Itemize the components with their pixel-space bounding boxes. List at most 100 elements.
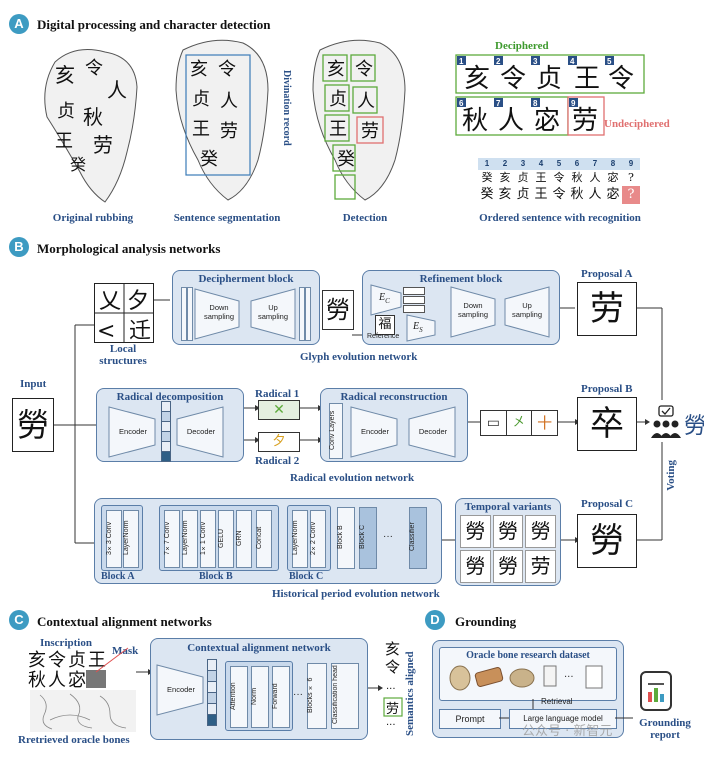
dataset-title: Oracle bone research dataset — [466, 650, 590, 661]
svg-text:3: 3 — [533, 57, 538, 66]
svg-text:人: 人 — [48, 670, 66, 691]
grounding-report-icon — [640, 671, 672, 711]
svg-text:宓: 宓 — [534, 106, 560, 136]
reconstruction-encoder-label: Encoder — [361, 427, 389, 436]
section-a-badge: A — [9, 14, 29, 34]
ordered-number-cell: 4 — [538, 159, 544, 168]
caption-sentence-segmentation: Sentence segmentation — [173, 212, 281, 224]
section-c-title: Contextual alignment networks — [37, 614, 212, 629]
svg-text:贞: 贞 — [68, 650, 86, 671]
inscription-label: Inscription — [40, 637, 92, 649]
refinement-down-label: Down sampling — [457, 301, 488, 319]
svg-text:1: 1 — [459, 57, 464, 66]
intermediate-glyph-box: 勞 — [322, 290, 354, 330]
decipherment-block-title: Decipherment block — [198, 273, 294, 285]
block-c-label: Block C — [289, 571, 324, 582]
detection-crop-grid: 亥 令 贞 王 令 秋 人 宓 劳 1 2 3 4 5 6 7 8 9 — [455, 54, 645, 136]
svg-text:王: 王 — [192, 119, 210, 140]
svg-text:···: ··· — [564, 672, 574, 683]
svg-text:王: 王 — [55, 131, 73, 152]
svg-text:人: 人 — [498, 106, 524, 136]
block-c: LayerNorm 2×2 Conv — [287, 505, 331, 571]
block-b: 7×7 Conv LayerNorm 1×1 Conv GELU GRN Con… — [159, 505, 279, 571]
watermark-text: 公众号 · 新智元 — [522, 724, 613, 739]
svg-text:秋: 秋 — [83, 105, 103, 129]
retrieved-oracle-bones-label: Rretrieved oracle bones — [18, 734, 130, 746]
svg-text:贞: 贞 — [536, 64, 562, 94]
blocks-x6-layer: Blocks × 6 — [307, 677, 314, 713]
ordered-oracle-cell: 秋 — [571, 171, 583, 184]
radical-2-label: Radical 2 — [255, 455, 300, 467]
svg-text:宓: 宓 — [68, 670, 86, 691]
radical-2-box: 夕 — [258, 432, 300, 452]
ec-label: EC — [379, 292, 390, 305]
svg-text:乂: 乂 — [99, 289, 121, 314]
radical-1-label: Radical 1 — [255, 388, 300, 400]
radical-1-box: ✕ — [258, 400, 300, 420]
ordered-char-cell: 亥 — [498, 187, 512, 202]
svg-text:王: 王 — [88, 650, 106, 671]
semantics-aligned-label: Semantics aligned — [404, 651, 416, 736]
decipherment-down-label: Down sampling — [203, 303, 234, 321]
mask-label: Mask — [112, 645, 139, 657]
dataset-thumbnails: ··· — [449, 665, 603, 691]
proposal-b-label: Proposal B — [581, 383, 633, 395]
final-result-glyph: 勞 — [684, 414, 704, 439]
inscription-strip: 亥令贞王 秋人宓 — [28, 647, 129, 691]
reference-glyph-box: 福 — [375, 315, 395, 335]
ordered-oracle-cell: ? — [628, 171, 634, 184]
ordered-char-cell: 秋 — [570, 187, 584, 202]
svg-text:夕: 夕 — [127, 289, 149, 314]
svg-text:亥: 亥 — [28, 650, 46, 671]
svg-text:癸: 癸 — [70, 155, 86, 174]
svg-text:人: 人 — [357, 91, 375, 112]
caption-detection: Detection — [342, 212, 388, 224]
es-label: ES — [413, 321, 423, 334]
svg-text:劳: 劳 — [386, 701, 399, 717]
svg-text:亥: 亥 — [327, 59, 345, 80]
svg-text:劳: 劳 — [220, 121, 238, 142]
svg-text:秋: 秋 — [462, 106, 488, 136]
svg-text:令: 令 — [85, 58, 103, 79]
historical-network-label: Historical period evolution network — [272, 588, 440, 600]
glyph-network-label: Glyph evolution network — [300, 351, 418, 363]
deciphered-label: Deciphered — [495, 40, 549, 52]
section-c-badge: C — [9, 610, 29, 630]
ordered-oracle-cell: 人 — [589, 171, 601, 184]
ordered-char-cell: 王 — [534, 187, 548, 202]
retrieved-oracle-bones-image — [30, 690, 136, 732]
svg-text:<: < — [97, 319, 115, 344]
block-a-label: Block A — [101, 571, 135, 582]
radical-reconstruction-panel: Radical reconstruction Conv Layers Encod… — [320, 388, 468, 462]
llm-box: Large language model — [509, 709, 617, 729]
grounding-report-label: Grounding report — [639, 717, 691, 741]
ordered-number-cell: 7 — [592, 159, 598, 168]
input-label: Input — [20, 378, 47, 390]
decipherment-block-panel: Decipherment block Down sampling Up samp… — [172, 270, 320, 345]
svg-text:劳: 劳 — [93, 133, 113, 157]
svg-text:令: 令 — [500, 64, 526, 94]
ordered-number-cell: 8 — [610, 159, 616, 168]
reconstruction-decoder-label: Decoder — [418, 427, 448, 436]
caption-ordered-sentence: Ordered sentence with recognition — [479, 212, 641, 224]
svg-text:令: 令 — [355, 59, 373, 80]
section-a-title: Digital processing and character detecti… — [37, 17, 271, 32]
section-b-badge: B — [9, 237, 29, 257]
svg-text:贞: 贞 — [192, 89, 210, 110]
temporal-variant-glyph: 劳 — [525, 550, 556, 583]
decipherment-up-label: Up sampling — [257, 303, 288, 321]
svg-text:人: 人 — [107, 78, 127, 102]
voting-people-icon — [651, 405, 681, 438]
ordered-oracle-cell: 宓 — [607, 171, 619, 184]
contextual-alignment-title: Contextual alignment network — [187, 642, 331, 654]
svg-text:癸: 癸 — [200, 149, 218, 170]
ordered-oracle-cell: 令 — [553, 171, 565, 184]
classification-head-layer: Classification head — [332, 665, 339, 725]
sentence-segmentation-image: 亥 令 贞 人 王 劳 癸 — [175, 39, 269, 201]
proposal-a-label: Proposal A — [581, 268, 633, 280]
contextual-alignment-panel: Contextual alignment network Encoder Att… — [150, 638, 368, 740]
section-d-badge: D — [425, 610, 445, 630]
svg-text:劳: 劳 — [572, 106, 598, 136]
grounding-panel: Oracle bone research dataset ··· Retriev… — [432, 640, 633, 738]
radical-decomposition-panel: Radical decomposition Encoder Decoder — [96, 388, 244, 462]
